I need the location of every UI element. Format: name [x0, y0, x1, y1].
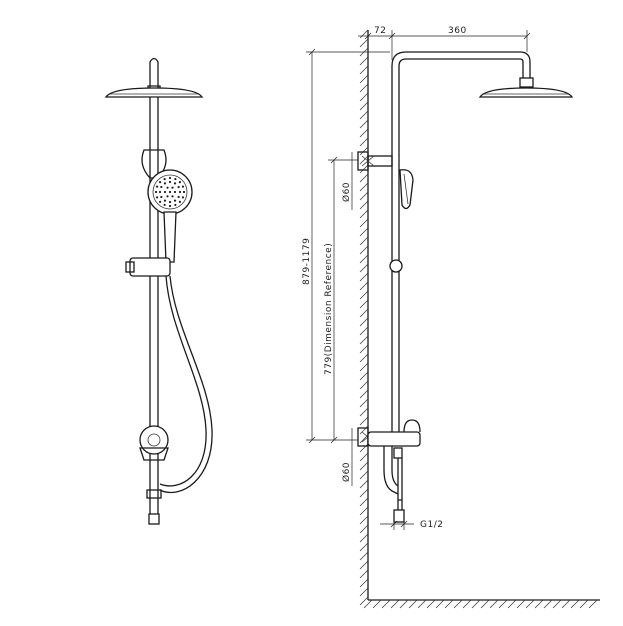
front-inlet-fitting [148, 513, 160, 525]
dim-total-height-label: 879-1179 [302, 238, 312, 285]
front-slider-knob [125, 261, 135, 273]
wall [359, 29, 600, 609]
side-rain-head [478, 87, 574, 98]
side-arm-inner [398, 58, 524, 78]
dim-upper-diameter-label: Ø60 [341, 182, 352, 202]
side-inlet-pipe [383, 446, 399, 495]
side-head-connector [519, 77, 534, 88]
front-slider-holder [129, 257, 171, 277]
front-mixer-body [139, 447, 169, 461]
front-hose-inner [159, 275, 207, 487]
side-arm-outer [391, 51, 531, 78]
side-inlet-fitting [393, 509, 405, 523]
front-hand-shower-handle [163, 211, 177, 263]
side-view [357, 29, 600, 609]
dim-inlet-thread-label: G1/2 [420, 520, 443, 530]
front-view [104, 57, 213, 525]
side-slider-knob [389, 259, 403, 273]
front-inlet-nut [146, 489, 162, 499]
front-diverter [139, 425, 169, 455]
spray-nozzles [154, 176, 186, 208]
dim-reference-height-label: 779(Dimension Reference) [324, 243, 334, 375]
front-hose-outer [159, 275, 213, 494]
front-rain-head [104, 87, 204, 98]
side-mixer-body [367, 431, 421, 447]
side-mixer-handle [403, 419, 421, 433]
dim-lower-diameter-label: Ø60 [341, 462, 352, 482]
front-top-connector [149, 57, 159, 90]
dim-arm-length-label: 360 [448, 26, 467, 36]
dim-wall-offset-label: 72 [374, 26, 386, 36]
side-outlet-nut [393, 447, 403, 459]
dimension-lines [306, 30, 531, 530]
side-hand-shower [399, 169, 414, 210]
